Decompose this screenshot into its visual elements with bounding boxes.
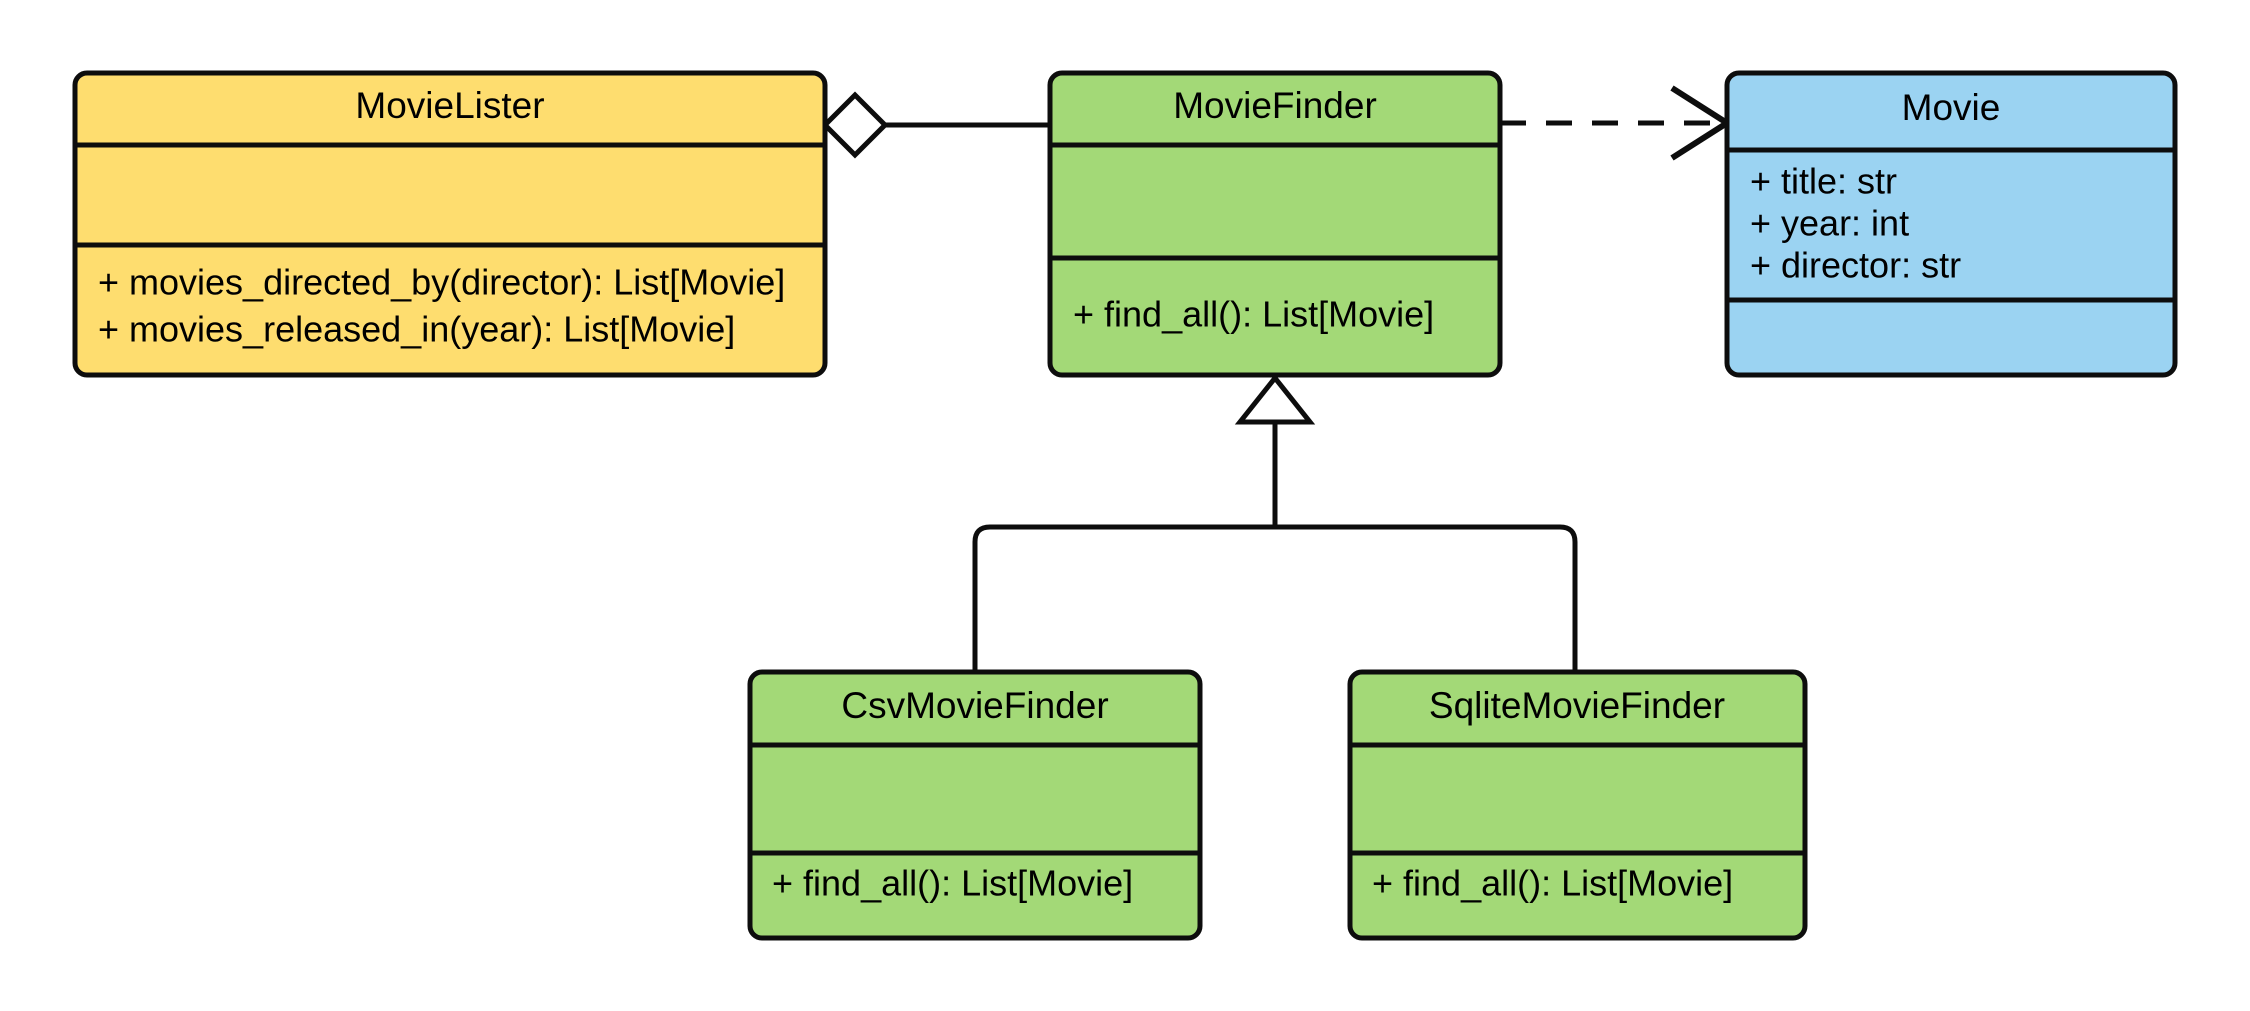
edge-aggregation-movielister-moviefinder[interactable] (821, 91, 1050, 159)
movielister-method-1: + movies_released_in(year): List[Movie] (98, 309, 735, 350)
class-box-movie[interactable]: Movie + title: str + year: int + directo… (1724, 70, 2178, 378)
moviefinder-frame (1047, 70, 1503, 378)
class-box-sqlitemoviefinder[interactable]: SqliteMovieFinder + find_all(): List[Mov… (1347, 669, 1808, 941)
generalization-branch (972, 524, 1578, 938)
movie-class-name: Movie (1902, 87, 2001, 128)
hollow-diamond-icon (821, 91, 889, 159)
movielister-method-0: + movies_directed_by(director): List[Mov… (98, 262, 785, 303)
movielister-class-name: MovieLister (355, 85, 544, 126)
edge-dependency-moviefinder-movie[interactable] (1500, 85, 1733, 161)
movielister-frame (72, 70, 828, 378)
hollow-triangle-icon (1234, 373, 1316, 425)
movie-attribute-1: + year: int (1750, 203, 1909, 244)
class-box-movielister[interactable]: MovieLister + movies_directed_by(directo… (72, 70, 828, 378)
moviefinder-method-0: + find_all(): List[Movie] (1073, 294, 1434, 335)
class-box-csvmoviefinder[interactable]: CsvMovieFinder + find_all(): List[Movie] (747, 669, 1203, 941)
movie-attribute-0: + title: str (1750, 161, 1897, 202)
csvmoviefinder-frame (747, 669, 1203, 941)
sqlitemoviefinder-frame (1347, 669, 1808, 941)
movie-attribute-2: + director: str (1750, 245, 1961, 286)
sqlitemoviefinder-method-0: + find_all(): List[Movie] (1372, 863, 1733, 904)
sqlitemoviefinder-class-name: SqliteMovieFinder (1429, 685, 1725, 726)
csvmoviefinder-class-name: CsvMovieFinder (841, 685, 1108, 726)
edge-generalization-tree[interactable] (972, 373, 1578, 938)
class-box-moviefinder[interactable]: MovieFinder + find_all(): List[Movie] (1047, 70, 1503, 378)
moviefinder-class-name: MovieFinder (1173, 85, 1377, 126)
csvmoviefinder-method-0: + find_all(): List[Movie] (772, 863, 1133, 904)
